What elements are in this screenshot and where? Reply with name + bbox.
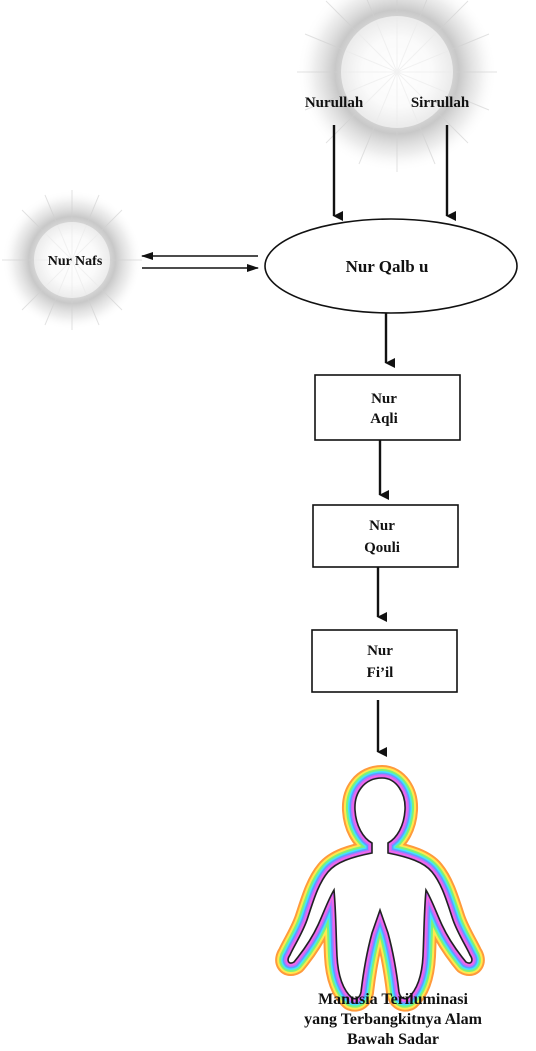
human-silhouette [287, 777, 473, 1000]
nafs-light-glow-icon [2, 190, 142, 330]
sirrullah-label: Sirrullah [411, 95, 470, 111]
nur-fiil-label-line2: Fi’il [367, 665, 394, 681]
nurullah-label: Nurullah [305, 95, 364, 111]
nur-aqli-box [314, 374, 461, 441]
nur-qouli-box [312, 504, 459, 568]
illuminated-human-aura-icon [275, 765, 485, 1012]
caption-line-2: yang Terbangkitnya Alam [304, 1011, 483, 1028]
nur-fiil-label-line1: Nur [367, 643, 393, 659]
nur-fiil-box [311, 629, 458, 693]
caption-line-1: Manusia Teriluminasi [318, 991, 468, 1008]
nur-nafs-label: Nur Nafs [48, 254, 103, 269]
nur-qouli-label-line1: Nur [369, 518, 395, 534]
nur-aqli-label-line1: Nur [371, 391, 397, 407]
nur-qalbu-label: Nur Qalb u [346, 257, 429, 276]
nur-qalbu-ellipse [264, 218, 518, 314]
nur-qouli-label-line2: Qouli [364, 540, 400, 556]
nur-aqli-label-line2: Aqli [370, 411, 398, 427]
caption-line-3: Bawah Sadar [347, 1031, 439, 1048]
divine-light-glow-icon [297, 0, 497, 172]
